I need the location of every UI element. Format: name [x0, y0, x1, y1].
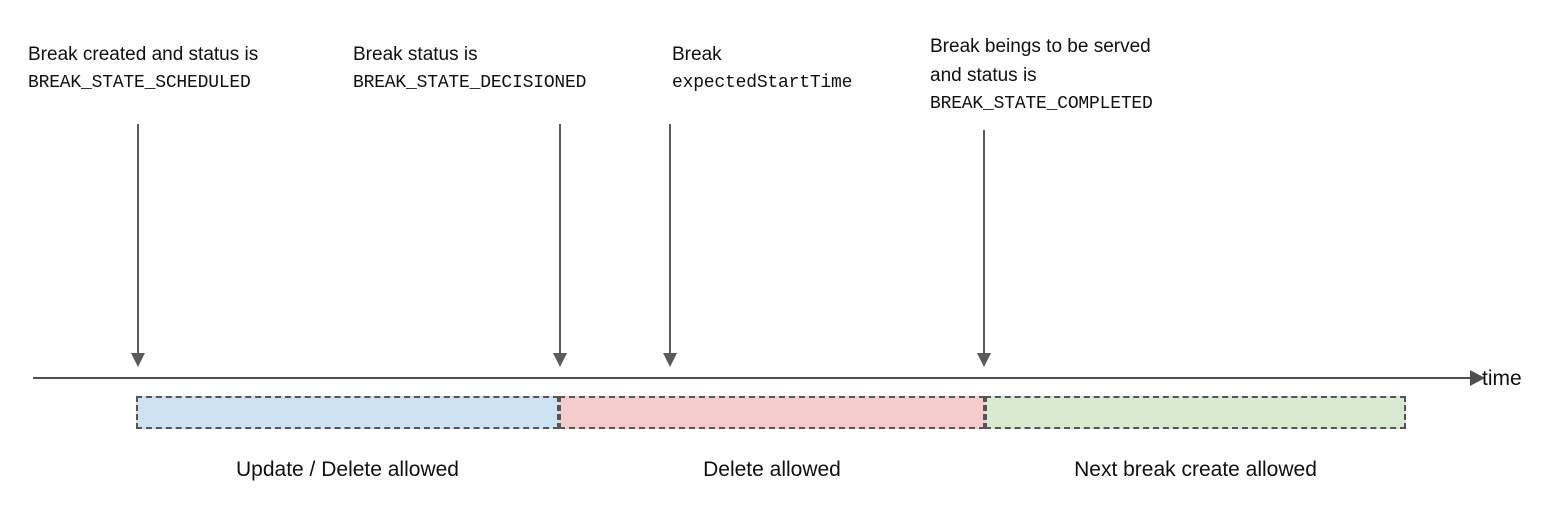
phase-delete-allowed-caption: Delete allowed — [703, 458, 841, 481]
annotation-scheduled-line-2: BREAK_STATE_SCHEDULED — [28, 73, 251, 93]
phase-delete-allowed-bar — [559, 396, 985, 429]
connector-completed — [976, 130, 992, 367]
annotation-expected-start-time: Break expectedStartTime — [672, 40, 852, 98]
annotation-completed-line-2: and status is — [930, 65, 1037, 86]
connector-scheduled — [130, 124, 146, 367]
annotation-completed: Break beings to be served and status is BR… — [930, 32, 1153, 119]
arrow-right-icon — [1470, 370, 1485, 386]
time-axis-label: time — [1482, 367, 1522, 390]
annotation-scheduled: Break created and status is BREAK_STATE_S… — [28, 40, 258, 98]
connector-scheduled-shaft — [137, 124, 139, 354]
phase-next-break-create-allowed-bar — [985, 396, 1406, 429]
connector-expected — [662, 124, 678, 367]
time-axis-line — [33, 377, 1470, 379]
arrow-down-icon — [553, 353, 567, 367]
annotation-completed-line-1: Break beings to be served — [930, 36, 1151, 57]
annotation-completed-line-3: BREAK_STATE_COMPLETED — [930, 94, 1153, 114]
annotation-expected-start-time-line-1: Break — [672, 44, 722, 65]
annotation-expected-start-time-line-2: expectedStartTime — [672, 73, 853, 93]
annotation-decisioned: Break status is BREAK_STATE_DECISIONED — [353, 40, 586, 98]
phase-update-delete-allowed-bar — [136, 396, 559, 429]
phase-next-break-create-allowed-caption: Next break create allowed — [1074, 458, 1317, 481]
arrow-down-icon — [663, 353, 677, 367]
connector-decisioned — [552, 124, 568, 367]
connector-completed-shaft — [983, 130, 985, 354]
annotation-decisioned-line-1: Break status is — [353, 44, 478, 65]
arrow-down-icon — [977, 353, 991, 367]
annotation-scheduled-line-1: Break created and status is — [28, 44, 259, 65]
annotation-decisioned-line-2: BREAK_STATE_DECISIONED — [353, 73, 587, 93]
connector-decisioned-shaft — [559, 124, 561, 354]
connector-expected-shaft — [669, 124, 671, 354]
phase-update-delete-allowed-caption: Update / Delete allowed — [236, 458, 459, 481]
arrow-down-icon — [131, 353, 145, 367]
